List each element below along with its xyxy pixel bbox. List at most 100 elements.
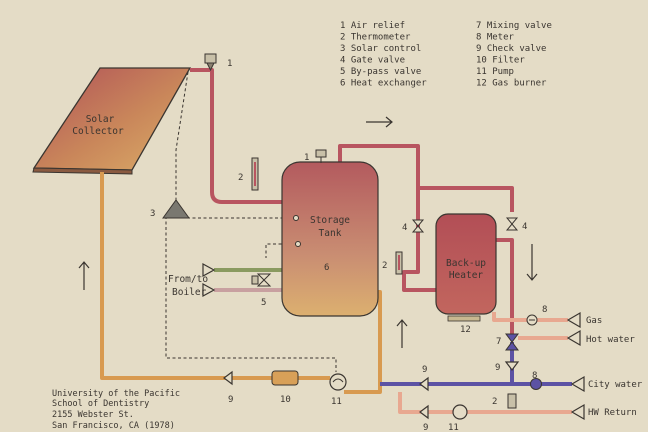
check-valve-bottom xyxy=(223,370,233,386)
thermometer-top xyxy=(251,157,259,191)
callout-bypass: 5 xyxy=(261,298,266,308)
burner-base xyxy=(447,315,481,322)
meter-gas xyxy=(526,314,538,326)
callout-gate-left: 4 xyxy=(402,223,407,233)
callout-thermometer-heater: 2 xyxy=(382,261,387,271)
callout-gate-right: 4 xyxy=(522,222,527,232)
outlet-arrows xyxy=(202,262,585,421)
tank-label-2: Tank xyxy=(319,228,342,239)
callout-check-return: 9 xyxy=(423,423,428,432)
callout-pump-bottom: 11 xyxy=(331,397,342,407)
check-valves xyxy=(223,361,520,420)
cold-piping xyxy=(380,342,572,386)
callout-thermometer-top: 2 xyxy=(238,173,243,183)
thermometer-heater xyxy=(395,251,403,275)
outlet-hw-return-label: HW Return xyxy=(588,408,637,418)
boiler-arrow-lower xyxy=(202,282,216,298)
heater-label-1: Back-up xyxy=(446,258,486,269)
outlet-hw-return xyxy=(570,403,585,421)
callout-tank-air-relief: 1 xyxy=(304,153,309,163)
wire-pump-control xyxy=(165,216,337,372)
pipe-gas xyxy=(492,312,568,322)
check-valve-city-1 xyxy=(419,376,429,392)
callout-meter-gas: 8 xyxy=(542,305,547,315)
control-wiring xyxy=(165,71,337,372)
collector-label-1: Solar xyxy=(86,114,115,125)
legend-item-4: 4 Gate valve xyxy=(340,56,405,66)
flow-arrow-up-left xyxy=(78,261,90,290)
callout-burner: 12 xyxy=(460,325,471,335)
outlet-city-water-label: City water xyxy=(588,380,643,390)
legend-item-7: 7 Mixing valve xyxy=(476,21,552,31)
callout-pump-return: 11 xyxy=(448,423,459,432)
legend-item-5: 5 By-pass valve xyxy=(340,67,421,77)
credit-line-3: 2155 Webster St. xyxy=(52,410,134,420)
legend-item-12: 12 Gas burner xyxy=(476,79,547,89)
pump-bottom xyxy=(329,373,347,391)
outlet-gas xyxy=(566,311,581,329)
heater-body xyxy=(435,213,497,315)
check-valve-return xyxy=(419,404,429,420)
pipe-return-to-collector xyxy=(100,172,330,380)
pipe-heater-bypass xyxy=(402,188,436,292)
callout-mixing: 7 xyxy=(496,337,501,347)
pipe-tank-to-heater xyxy=(338,144,514,212)
wire-bypass xyxy=(265,243,298,258)
thermometer-return xyxy=(507,393,517,409)
flow-arrows xyxy=(78,116,538,348)
gate-valve-left xyxy=(411,219,425,233)
storage-tank xyxy=(281,161,379,317)
component-labels: Solar Collector Storage Tank Back-up Hea… xyxy=(72,114,643,418)
mixing-valve xyxy=(505,333,519,351)
boiler-label-2: Boiler xyxy=(172,287,207,298)
callout-air-relief: 1 xyxy=(227,59,232,69)
tank-body xyxy=(281,161,379,317)
outlet-city-water xyxy=(570,375,585,393)
outlet-hot-water xyxy=(566,329,581,347)
tank-label-1: Storage xyxy=(310,215,350,226)
pipe-collector-to-tank xyxy=(190,68,282,204)
callout-check-city-1: 9 xyxy=(422,365,427,375)
legend-item-9: 9 Check valve xyxy=(476,44,546,54)
collector-edge xyxy=(32,167,133,175)
gate-valve-right xyxy=(505,217,519,231)
pump-return xyxy=(452,404,468,420)
outlet-gas-label: Gas xyxy=(586,316,602,326)
legend-item-11: 11 Pump xyxy=(476,67,514,77)
callout-filter: 10 xyxy=(280,395,291,405)
heater-label-2: Heater xyxy=(449,270,484,281)
legend-item-2: 2 Thermometer xyxy=(340,33,411,43)
boiler-label-1: From/to xyxy=(168,274,208,285)
outlet-hot-water-label: Hot water xyxy=(586,335,635,345)
callout-thermometer-return: 2 xyxy=(492,397,497,407)
legend-item-1: 1 Air relief xyxy=(340,21,405,31)
legend-item-6: 6 Heat exchanger xyxy=(340,79,427,89)
callout-check-bottom: 9 xyxy=(228,395,233,405)
tank-sensor-upper xyxy=(293,215,299,221)
callout-heat-exchanger: 6 xyxy=(324,263,329,273)
callout-solar-control: 3 xyxy=(150,209,155,219)
tank-sensor-lower xyxy=(295,241,301,247)
check-valve-city-2 xyxy=(504,361,520,371)
solar-collector xyxy=(32,67,192,175)
bypass-valve xyxy=(251,273,272,287)
wire-collector-sensor xyxy=(175,71,189,200)
credit-line-2: School of Dentistry xyxy=(52,399,149,409)
flow-arrow-up-middle xyxy=(396,319,408,348)
legend-item-10: 10 Filter xyxy=(476,56,525,66)
filter xyxy=(271,370,299,386)
air-relief-collector xyxy=(204,53,217,72)
solar-control-triangle xyxy=(162,199,190,219)
meter-city xyxy=(530,378,542,390)
pipe-hw-return xyxy=(398,392,572,414)
callout-numbers: 1 1 2 2 2 3 4 4 5 6 7 8 8 9 9 9 9 10 11 … xyxy=(150,59,547,432)
legend-item-8: 8 Meter xyxy=(476,33,515,43)
callout-check-city-2: 9 xyxy=(495,363,500,373)
flow-arrow-right xyxy=(366,116,393,128)
credit-line-1: University of the Pacific xyxy=(52,389,180,399)
callout-meter-city: 8 xyxy=(532,371,537,381)
credit-line-4: San Francisco, CA (1978) xyxy=(52,421,175,431)
